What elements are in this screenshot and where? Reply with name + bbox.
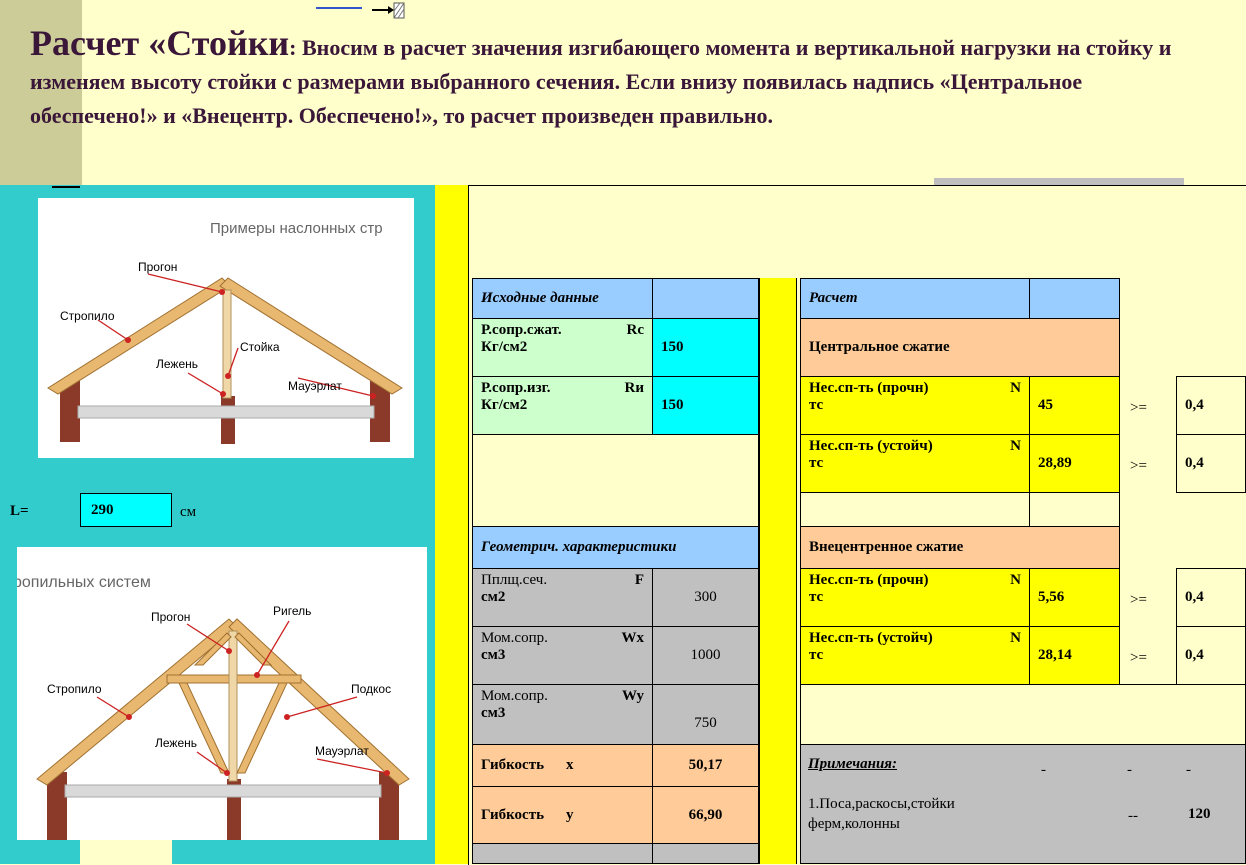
- notes-dash2: --: [1128, 808, 1138, 824]
- label-podkos: Подкос: [351, 682, 391, 696]
- label-rigel: Ригель: [273, 604, 311, 618]
- central-stability-value: 28,89: [1029, 434, 1120, 493]
- central-stability-op: >=: [1130, 458, 1147, 474]
- geom-wy-value: 750: [652, 684, 759, 745]
- input-rc-value[interactable]: 150: [652, 318, 759, 377]
- notes-panel: [800, 744, 1246, 864]
- central-row-stability: Нес.сп-ть (устойч)N тс: [800, 434, 1030, 493]
- label-stoyka: Стойка: [240, 340, 280, 354]
- ecc-strength-op: >=: [1130, 592, 1147, 608]
- ecc-row-strength: Нес.сп-ть (прочн)N тс: [800, 568, 1030, 627]
- label-progon: Прогон: [138, 260, 177, 274]
- notes-dash: -: [1127, 762, 1132, 778]
- input-row-ri: Р.сопр.изг.Rи Кг/см2: [472, 376, 653, 435]
- ecc-stability-value: 28,14: [1029, 626, 1120, 685]
- notes-value: 120: [1188, 806, 1211, 822]
- central-stability-limit: 0,4: [1176, 434, 1246, 493]
- input-row-rc: Р.сопр.сжат.Rc Кг/см2: [472, 318, 653, 377]
- geom-row-wy: Мом.сопр.Wy см3: [472, 684, 653, 745]
- label-lezhen: Лежень: [156, 357, 198, 371]
- central-header: Центральное сжатие: [800, 318, 1120, 377]
- blank-cell: [472, 843, 653, 864]
- label-stropilo: Стропило: [47, 682, 102, 696]
- notes-line: 1.Поса,раскосы,стойки ферм,колонны: [808, 796, 955, 832]
- label-stropilo: Стропило: [60, 309, 115, 323]
- geom-f-value: 300: [652, 568, 759, 627]
- label-mauerlat: Мауэрлат: [315, 744, 369, 758]
- ecc-strength-value: 5,56: [1029, 568, 1120, 627]
- input-ri-value[interactable]: 150: [652, 376, 759, 435]
- label-progon: Прогон: [151, 610, 190, 624]
- page-title: Расчет «Стойки: Вносим в расчет значения…: [30, 23, 1180, 133]
- label-lezhen: Лежень: [155, 736, 197, 750]
- length-unit: см: [180, 504, 197, 520]
- label-mauerlat: Мауэрлат: [288, 379, 342, 393]
- divider: [52, 186, 80, 188]
- blank-cell: [1029, 492, 1120, 527]
- image-caption: ропильных систем: [17, 574, 151, 591]
- central-strength-op: >=: [1130, 400, 1147, 416]
- rafter-diagram-top: Примеры наслонных стр Прогон Стропило Ст…: [38, 198, 414, 458]
- central-row-strength: Нес.сп-ть (прочн)N тс: [800, 376, 1030, 435]
- blank-cell: [652, 843, 759, 864]
- eccentric-header: Внецентренное сжатие: [800, 526, 1120, 569]
- flex-row-x: Гибкость x: [472, 744, 653, 787]
- flex-x-value: 50,17: [652, 744, 759, 787]
- input-header-blank: [652, 278, 759, 319]
- ecc-stability-limit: 0,4: [1176, 626, 1246, 685]
- central-strength-limit: 0,4: [1176, 376, 1246, 435]
- geom-row-f: Пплщ.сеч.F см2: [472, 568, 653, 627]
- length-label: L=: [10, 503, 29, 519]
- column-separator: [759, 278, 797, 864]
- image-caption: Примеры наслонных стр: [210, 220, 383, 237]
- flex-row-y: Гибкость y: [472, 786, 653, 844]
- toolbar-marks-icon: [316, 2, 405, 19]
- ecc-strength-limit: 0,4: [1176, 568, 1246, 627]
- notes-dash: -: [1041, 762, 1046, 778]
- blank-cell: [472, 434, 759, 527]
- rafter-diagram-bottom: ропильных систем Прогон Риг: [17, 547, 427, 840]
- flex-y-value: 66,90: [652, 786, 759, 844]
- gray-strip: [934, 178, 1184, 186]
- geom-row-wx: Мом.сопр.Wx см3: [472, 626, 653, 685]
- panel-tab: [80, 840, 172, 864]
- blank-cell: [800, 684, 1246, 745]
- length-input[interactable]: 290: [80, 493, 172, 527]
- calc-header-blank: [1029, 278, 1120, 319]
- ecc-stability-op: >=: [1130, 650, 1147, 666]
- blank-cell: [800, 492, 1030, 527]
- notes-header: Примечания:: [808, 756, 898, 772]
- ecc-row-stability: Нес.сп-ть (устойч)N тс: [800, 626, 1030, 685]
- title-description: : Вносим в расчет значения изгибающего м…: [30, 35, 1172, 128]
- geom-wx-value: 1000: [652, 626, 759, 685]
- geom-header: Геометрич. характеристики: [472, 526, 759, 569]
- input-header: Исходные данные: [472, 278, 653, 319]
- calc-header: Расчет: [800, 278, 1030, 319]
- central-strength-value: 45: [1029, 376, 1120, 435]
- title-main: Расчет «Стойки: [30, 23, 290, 63]
- yellow-band: [435, 185, 468, 864]
- notes-dash: -: [1186, 762, 1191, 778]
